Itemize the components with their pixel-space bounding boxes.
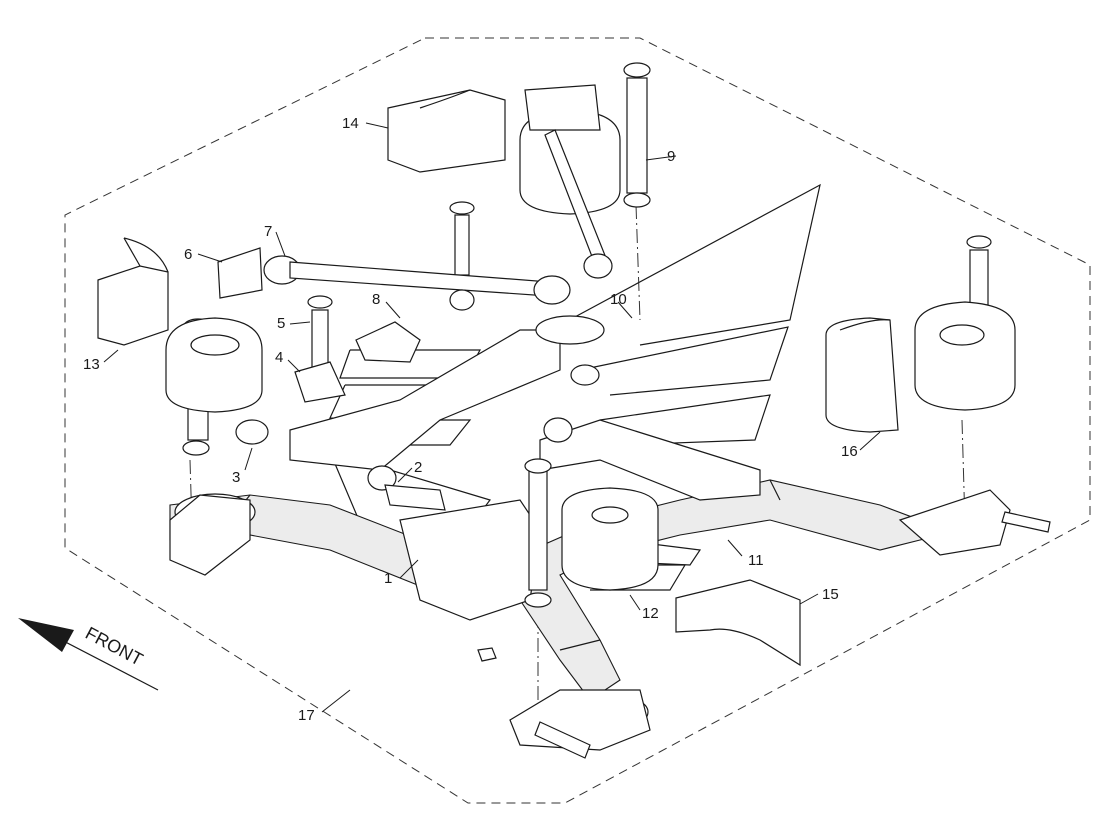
callout-2: 2 (414, 459, 422, 476)
callout-3: 3 (232, 469, 240, 486)
callout-17: 17 (298, 707, 315, 724)
callout-7: 7 (264, 223, 272, 240)
callout-11: 11 (748, 552, 764, 569)
callout-16: 16 (841, 443, 858, 460)
front-arrow-head (18, 618, 74, 652)
callout-15: 15 (822, 586, 839, 603)
callout-14: 14 (342, 115, 359, 132)
callout-1: 1 (384, 570, 392, 587)
air-springs (165, 84, 1016, 591)
callout-5: 5 (277, 315, 285, 332)
nut (477, 647, 497, 662)
callouts: 1 2 3 4 5 6 7 8 9 10 11 12 13 14 15 16 1… (83, 115, 858, 724)
callout-4: 4 (275, 349, 283, 366)
callout-6: 6 (184, 246, 192, 263)
callout-12: 12 (642, 605, 659, 622)
assembly-boundary (64, 37, 1091, 804)
callout-8: 8 (372, 291, 380, 308)
front-label: FRONT (82, 623, 146, 670)
callout-13: 13 (83, 356, 100, 373)
frame-weldment (169, 329, 1001, 701)
callout-10: 10 (610, 291, 627, 308)
front-arrow-line (49, 633, 159, 691)
callout-leaders (103, 122, 881, 713)
cover-blocks (97, 89, 899, 667)
callout-9: 9 (667, 148, 675, 165)
front-arrow: FRONT (18, 618, 159, 691)
torque-rods-brackets (217, 129, 1051, 759)
